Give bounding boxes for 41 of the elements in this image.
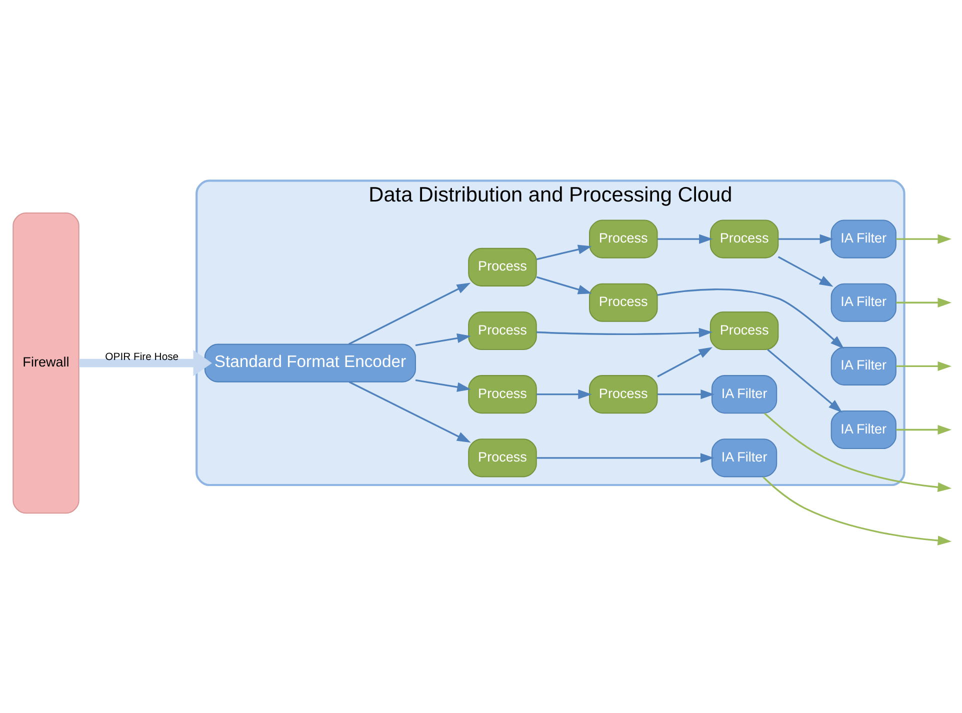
arrow xyxy=(78,349,212,376)
node-box: Process xyxy=(468,374,536,414)
arrow xyxy=(348,282,470,344)
arrow xyxy=(656,288,844,348)
arrow xyxy=(657,389,714,399)
arrow xyxy=(656,346,712,377)
node-box: Process xyxy=(468,310,536,350)
node-box: IA Filter xyxy=(830,219,896,258)
node-box: Process xyxy=(468,247,536,286)
node-box: IA Filter xyxy=(830,346,896,385)
arrow xyxy=(762,476,952,545)
arrow xyxy=(414,378,470,392)
node-box: Firewall xyxy=(12,212,79,514)
node-box: Process xyxy=(588,374,658,414)
node-box: IA Filter xyxy=(710,438,777,477)
arrow xyxy=(896,234,952,244)
node-box: Standard Format Encoder xyxy=(204,343,416,382)
node-box: Process xyxy=(709,219,778,258)
arrow xyxy=(763,412,952,492)
arrow xyxy=(536,327,712,337)
arrow xyxy=(414,332,470,346)
arrow xyxy=(766,348,842,412)
arrow xyxy=(896,297,952,307)
edge-label: OPIR Fire Hose xyxy=(104,351,178,362)
arrow xyxy=(896,360,952,371)
node-box: IA Filter xyxy=(830,282,896,322)
arrow xyxy=(778,234,834,244)
arrow xyxy=(348,380,470,442)
node-box: Process xyxy=(468,438,536,477)
arrow xyxy=(536,452,714,462)
node-box: IA Filter xyxy=(830,410,896,449)
arrow xyxy=(896,424,952,434)
arrow xyxy=(536,389,592,399)
node-box: IA Filter xyxy=(710,374,777,414)
arrow xyxy=(536,276,592,294)
arrow xyxy=(777,256,833,286)
arrow xyxy=(536,244,592,260)
node-box: Process xyxy=(588,219,658,258)
arrow xyxy=(657,234,712,244)
node-box: Process xyxy=(588,282,658,322)
node-box: Process xyxy=(709,310,778,350)
